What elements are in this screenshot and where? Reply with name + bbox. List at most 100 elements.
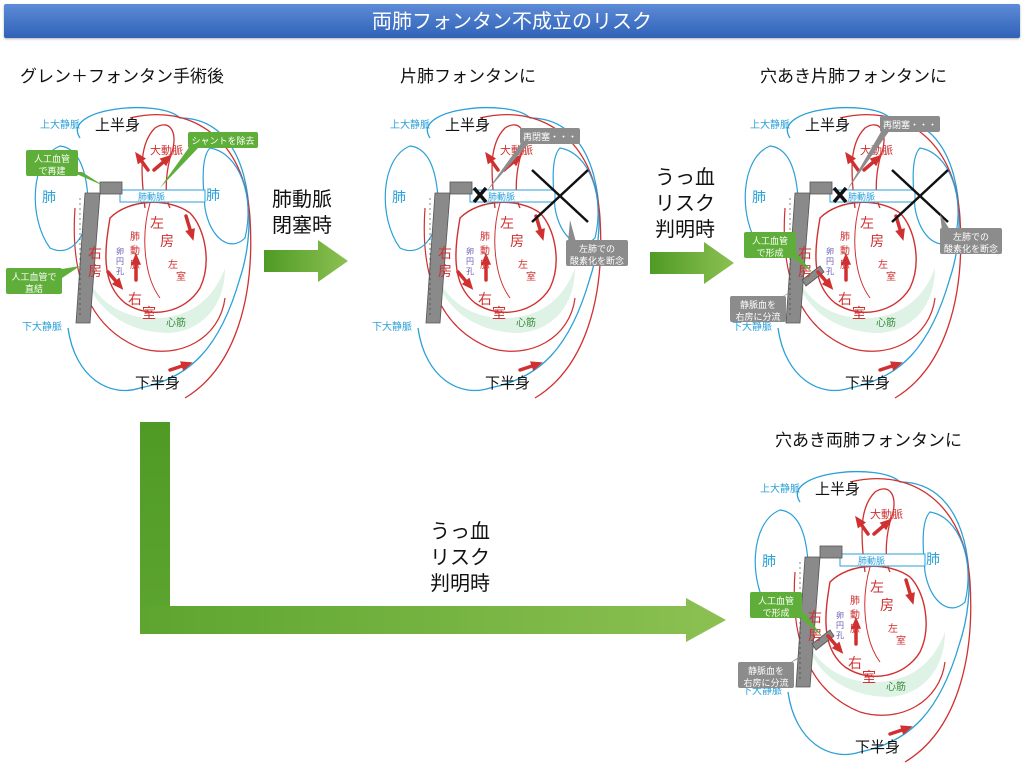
- label-pa-vertical-2: 動: [840, 244, 850, 257]
- aorta-arrow-right-head: [159, 154, 172, 167]
- callout-remove-shunt-tail: [160, 146, 200, 188]
- label-ivc: 下大静脈: [22, 320, 62, 333]
- rv-arrow-up-head: [840, 252, 852, 265]
- arterial-inner-loop: [73, 207, 226, 352]
- callout-direct-connect: [6, 268, 62, 294]
- label-foramen-3: 孔: [826, 267, 834, 276]
- label-ivc: 下大静脈: [732, 320, 772, 333]
- aorta-arrow-left-head: [135, 151, 147, 165]
- label-svc: 上大静脈: [750, 118, 790, 131]
- label-foramen-1: 卵: [836, 610, 844, 620]
- arterial-loop: [129, 114, 252, 399]
- septum-line: [864, 566, 881, 663]
- callout-divert-venous-tail: [780, 282, 806, 298]
- caption-panel-1: グレン＋フォンタン手術後: [20, 67, 224, 87]
- label-lv-1: 左: [168, 258, 178, 271]
- aorta-arrow-left-head: [485, 151, 497, 165]
- pa-branch: [119, 189, 206, 203]
- myocardium-shape: [80, 258, 225, 333]
- lower-body-arrow-head: [530, 361, 543, 371]
- la-arrow-head: [535, 228, 545, 241]
- label-svc: 上大静脈: [760, 482, 800, 495]
- label-aorta: 大動脈: [860, 143, 893, 157]
- aorta-arrow-right-head: [509, 154, 522, 167]
- label-myocardium: 心筋: [166, 316, 186, 329]
- right-lung-outline: [202, 147, 249, 245]
- callout-remove-shunt-text-0: シャントを除去: [191, 135, 254, 147]
- myocardium-shape: [430, 258, 575, 333]
- aorta-arrow-left-head: [855, 515, 867, 529]
- callout-form-graft-2-tail: [798, 612, 822, 636]
- label-foramen-1: 卵: [466, 246, 474, 256]
- label-aorta: 大動脈: [150, 143, 183, 157]
- heart-diagram-1: 上大静脈下大静脈上半身下半身肺肺大動脈肺動脈肺動脈左房右房右室左室心筋卵円孔人工…: [6, 107, 258, 399]
- callout-reconstruct-text-1: で再建: [38, 165, 65, 177]
- label-svc: 上大静脈: [40, 118, 80, 131]
- caption-panel-3: 穴あき片肺フォンタンに: [760, 67, 947, 87]
- label-pa-vertical-3: 脈: [130, 258, 140, 271]
- arterial-loop: [849, 478, 972, 763]
- ra-arrow-head: [831, 641, 844, 654]
- venous-loop: [67, 107, 250, 392]
- ivc-graft: [425, 192, 451, 324]
- label-left-lung: 肺: [392, 190, 406, 206]
- label-pa-vertical-1: 肺: [840, 231, 850, 243]
- label-pa-vertical-2: 動: [130, 244, 140, 257]
- label-pa: 肺動脈: [858, 555, 885, 567]
- label-lv-1: 左: [888, 622, 898, 635]
- label-rv-2: 室: [862, 669, 876, 686]
- label-right-lung: 肺: [206, 188, 220, 204]
- callout-form-graft-2: [750, 592, 802, 618]
- label-foramen-2: 円: [466, 257, 474, 266]
- label-la-1: 左: [500, 216, 514, 232]
- label-rv-1: 右: [848, 656, 862, 672]
- callout-direct-connect-text-0: 人工血管で: [11, 271, 56, 283]
- callout-reocclusion: [520, 128, 580, 144]
- label-left-lung: 肺: [42, 190, 56, 206]
- label-upper-body: 上半身: [445, 116, 490, 134]
- heart-diagram-2: 上大静脈下大静脈上半身下半身肺大動脈肺動脈肺動脈左房右房右室左室心筋卵円孔再閉塞…: [372, 107, 628, 399]
- label-lv-2: 室: [176, 270, 186, 283]
- heart-diagram-3: 上大静脈下大静脈上半身下半身肺大動脈肺動脈肺動脈左房右房右室左室心筋卵円孔再閉塞…: [730, 107, 1002, 399]
- label-pa-vertical-1: 肺: [480, 231, 490, 243]
- aorta-arrow-right-head: [869, 154, 882, 167]
- label-ivc: 下大静脈: [372, 320, 412, 333]
- label-lv-1: 左: [878, 258, 888, 271]
- label-lower-body: 下半身: [485, 374, 530, 392]
- caption-panel-2: 片肺フォンタンに: [400, 67, 536, 87]
- label-pa-vertical-1: 肺: [850, 595, 860, 607]
- label-rv-2: 室: [852, 305, 866, 322]
- arterial-inner-loop: [423, 207, 576, 352]
- label-foramen-2: 円: [836, 621, 844, 630]
- arterial-loop: [839, 114, 962, 399]
- label-pa-vertical-3: 脈: [480, 258, 490, 271]
- label-foramen-3: 孔: [116, 267, 124, 276]
- label-foramen-3: 孔: [466, 267, 474, 276]
- label-myocardium: 心筋: [516, 316, 536, 329]
- label-svc: 上大静脈: [390, 118, 430, 131]
- label-lower-body: 下半身: [135, 374, 180, 392]
- label-rv-2: 室: [142, 305, 156, 322]
- la-arrow-head: [895, 228, 905, 241]
- label-la-2: 房: [160, 234, 174, 250]
- label-la-1: 左: [150, 216, 164, 232]
- callout-divert-venous-text-1: 右房に分流: [735, 311, 780, 323]
- label-pa: 肺動脈: [138, 191, 165, 203]
- label-foramen-1: 卵: [116, 246, 124, 256]
- label-myocardium: 心筋: [886, 680, 906, 693]
- arterial-inner-loop: [793, 571, 946, 716]
- pa-branch: [839, 553, 926, 567]
- label-lv-2: 室: [896, 634, 906, 647]
- venous-loop: [417, 107, 600, 392]
- la-arrow-head: [185, 228, 195, 241]
- callout-form-graft-2-text-0: 人工血管: [758, 595, 794, 607]
- step-label-1: 肺動脈 閉塞時: [272, 187, 332, 237]
- callout-form-graft-text-1: で形成: [756, 247, 783, 259]
- caption-panel-4: 穴あき両肺フォンタンに: [775, 431, 962, 451]
- occlusion-x-2: [472, 186, 488, 204]
- label-ra-2: 房: [438, 264, 452, 280]
- label-pa-vertical-2: 動: [850, 608, 860, 621]
- label-foramen-2: 円: [826, 257, 834, 266]
- lower-body-arrow-head: [900, 725, 913, 735]
- lung-cross-2: [891, 169, 949, 223]
